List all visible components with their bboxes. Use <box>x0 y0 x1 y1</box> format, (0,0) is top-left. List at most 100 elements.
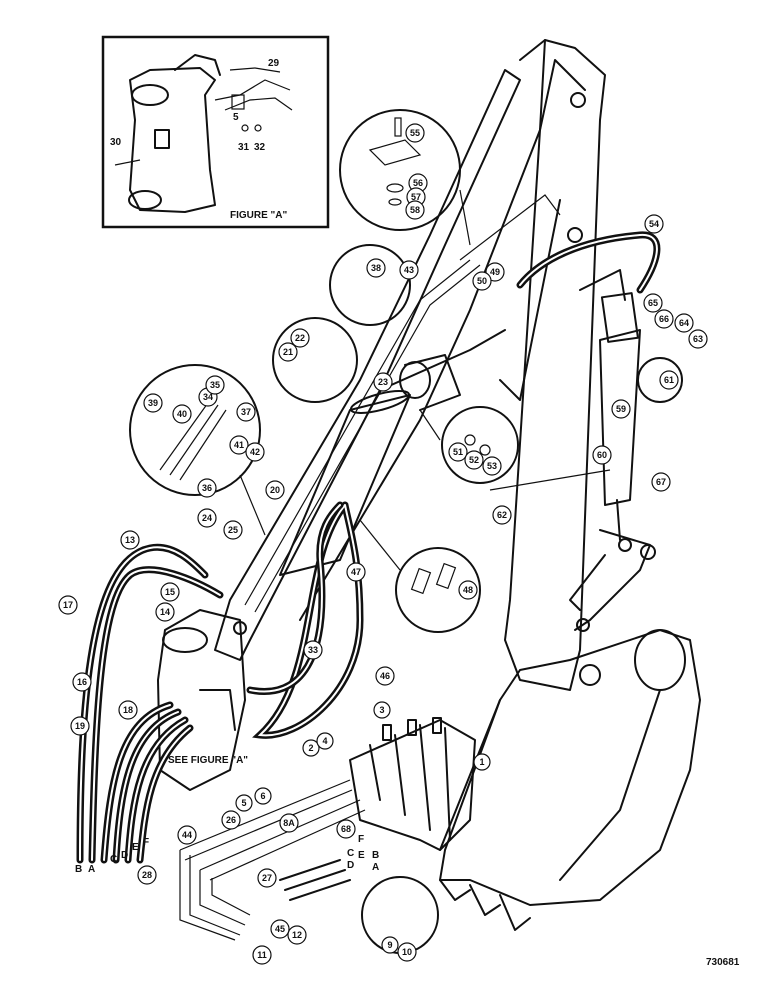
callout-40: 40 <box>172 404 192 424</box>
callout-bubble <box>270 919 290 939</box>
callout-number: 20 <box>270 485 280 495</box>
callout-number: 43 <box>404 265 414 275</box>
callout-bubble <box>644 214 664 234</box>
callout-bubble <box>659 370 679 390</box>
callout-number: 44 <box>182 830 192 840</box>
callout-bubble <box>205 375 225 395</box>
callout-65: 65 <box>643 293 663 313</box>
callout-19: 19 <box>70 716 90 736</box>
callout-41: 41 <box>229 435 249 455</box>
callout-67: 67 <box>651 472 671 492</box>
callout-64: 64 <box>674 313 694 333</box>
callout-number: 53 <box>487 461 497 471</box>
callout-4: 4 <box>316 732 334 750</box>
callout-bubble <box>654 309 674 329</box>
callout-number: 16 <box>77 677 87 687</box>
callout-number: 25 <box>228 525 238 535</box>
callout-number: 38 <box>371 263 381 273</box>
callout-bubble <box>236 402 256 422</box>
callout-number: 51 <box>453 447 463 457</box>
callout-number: 52 <box>469 455 479 465</box>
callout-17: 17 <box>58 595 78 615</box>
callout-36: 36 <box>197 478 217 498</box>
bucket-linkage <box>569 529 656 631</box>
callout-25: 25 <box>223 520 243 540</box>
hose-letter: C <box>110 854 117 865</box>
see-figure-note: SEE FIGURE "A" <box>168 755 248 766</box>
callout-9: 9 <box>381 936 399 954</box>
callout-number: 36 <box>202 483 212 493</box>
callout-35: 35 <box>205 375 225 395</box>
callout-number: 3 <box>379 705 384 715</box>
callout-number: 60 <box>597 450 607 460</box>
callout-number: 62 <box>497 510 507 520</box>
callout-bubble <box>137 865 157 885</box>
valve-letter: D <box>347 860 354 871</box>
callout-bubble <box>287 925 307 945</box>
callout-44: 44 <box>177 825 197 845</box>
hose-letter: E <box>132 842 139 853</box>
callout-number: 39 <box>148 398 158 408</box>
callout-bubble <box>221 810 241 830</box>
callout-5: 5 <box>235 794 253 812</box>
callout-52: 52 <box>464 450 484 470</box>
callout-50: 50 <box>472 271 492 291</box>
callout-bubble <box>278 342 298 362</box>
drawing-number: 730681 <box>706 957 740 968</box>
callout-18: 18 <box>118 700 138 720</box>
callout-bubble <box>245 442 265 462</box>
callout-number: 5 <box>241 798 246 808</box>
callout-27: 27 <box>257 868 277 888</box>
callout-number: 42 <box>250 447 260 457</box>
figure-a-caption: FIGURE "A" <box>230 210 288 221</box>
callout-bubble <box>279 813 299 833</box>
callout-number: 6 <box>260 791 265 801</box>
callout-bubble <box>373 701 391 719</box>
callout-number: 22 <box>295 333 305 343</box>
valve-letter: F <box>358 834 364 845</box>
callout-number: 10 <box>402 947 412 957</box>
callout-bubble <box>143 393 163 413</box>
callout-61: 61 <box>659 370 679 390</box>
callout-bubble <box>472 271 492 291</box>
callout-bubble <box>72 672 92 692</box>
figure-a-number: 30 <box>110 137 122 148</box>
figure-a-number: 32 <box>254 142 266 153</box>
hose-letter: B <box>75 864 82 875</box>
callout-number: 14 <box>160 607 170 617</box>
callout-bubble <box>257 868 277 888</box>
figure-a-number: 29 <box>268 58 280 69</box>
callout-number: 66 <box>659 314 669 324</box>
callout-bubble <box>375 666 395 686</box>
callout-62: 62 <box>492 505 512 525</box>
callout-bubble <box>58 595 78 615</box>
callout-bubble <box>366 258 386 278</box>
callout-bubble <box>197 508 217 528</box>
callout-number: 49 <box>490 267 500 277</box>
callout-33: 33 <box>303 640 323 660</box>
callout-6: 6 <box>254 787 272 805</box>
callout-66: 66 <box>654 309 674 329</box>
callout-number: 19 <box>75 721 85 731</box>
callout-63: 63 <box>688 329 708 349</box>
callout-37: 37 <box>236 402 256 422</box>
callout-42: 42 <box>245 442 265 462</box>
callout-3: 3 <box>373 701 391 719</box>
callout-number: 40 <box>177 409 187 419</box>
callout-number: 46 <box>380 671 390 681</box>
callout-bubble <box>118 700 138 720</box>
callout-bubble <box>336 819 356 839</box>
callout-bubble <box>172 404 192 424</box>
hose-letter: A <box>88 864 95 875</box>
callout-bubble <box>177 825 197 845</box>
valve-letter: B <box>372 850 379 861</box>
callout-number: 26 <box>226 815 236 825</box>
callout-number: 33 <box>308 645 318 655</box>
callout-53: 53 <box>482 456 502 476</box>
callout-bubble <box>643 293 663 313</box>
dipper-stick <box>504 39 606 691</box>
callout-number: 15 <box>165 587 175 597</box>
callout-38: 38 <box>366 258 386 278</box>
callout-20: 20 <box>265 480 285 500</box>
